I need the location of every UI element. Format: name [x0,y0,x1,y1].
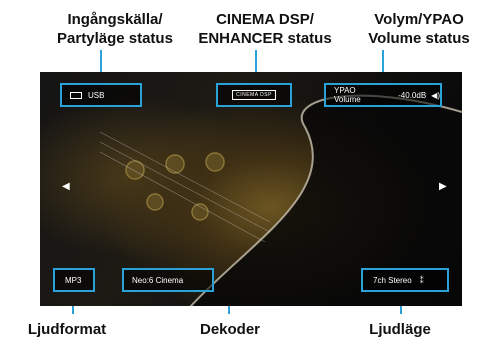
volume-value: -40.0dB [398,90,427,100]
usb-icon [70,91,82,99]
speaker-layout-icon: ⁑ [419,275,424,285]
dsp-status-callout: CINEMA DSP/ ENHANCER status [198,11,332,47]
osd-screen: USB CINEMA DSP YPAO Volume -40.0dB ◀) ◀ … [40,72,462,306]
cinema-dsp-logo: CINEMA DSP [232,90,276,100]
left-arrow-icon[interactable]: ◀ [62,181,70,192]
input-source-callout: Ingångskälla/ Partyläge status [57,11,173,47]
sound-mode-label: 7ch Stereo [373,275,412,285]
sound-mode-callout: Ljudläge [369,321,431,338]
decoder-indicator[interactable]: Neo:6 Cinema [122,268,214,292]
speaker-icon: ◀) [431,90,440,100]
volume-status-callout: Volym/YPAO Volume status [368,11,470,47]
sound-mode-indicator[interactable]: 7ch Stereo ⁑ [361,268,449,292]
dsp-leader-line [255,50,257,84]
volume-indicator[interactable]: YPAO Volume -40.0dB ◀) [324,83,442,107]
decoder-callout: Dekoder [199,321,261,338]
input-source-label: USB [88,90,105,100]
cinema-dsp-indicator[interactable]: CINEMA DSP [216,83,292,107]
volume-leader-line [382,50,384,84]
audio-format-label: MP3 [65,275,82,285]
input-leader-line [100,50,102,84]
input-source-indicator[interactable]: USB [60,83,142,107]
decoder-label: Neo:6 Cinema [132,275,184,285]
audio-format-indicator[interactable]: MP3 [53,268,95,292]
ypao-volume-label: YPAO Volume [334,86,361,104]
audio-format-callout: Ljudformat [27,321,107,338]
right-arrow-icon[interactable]: ▶ [439,181,447,192]
